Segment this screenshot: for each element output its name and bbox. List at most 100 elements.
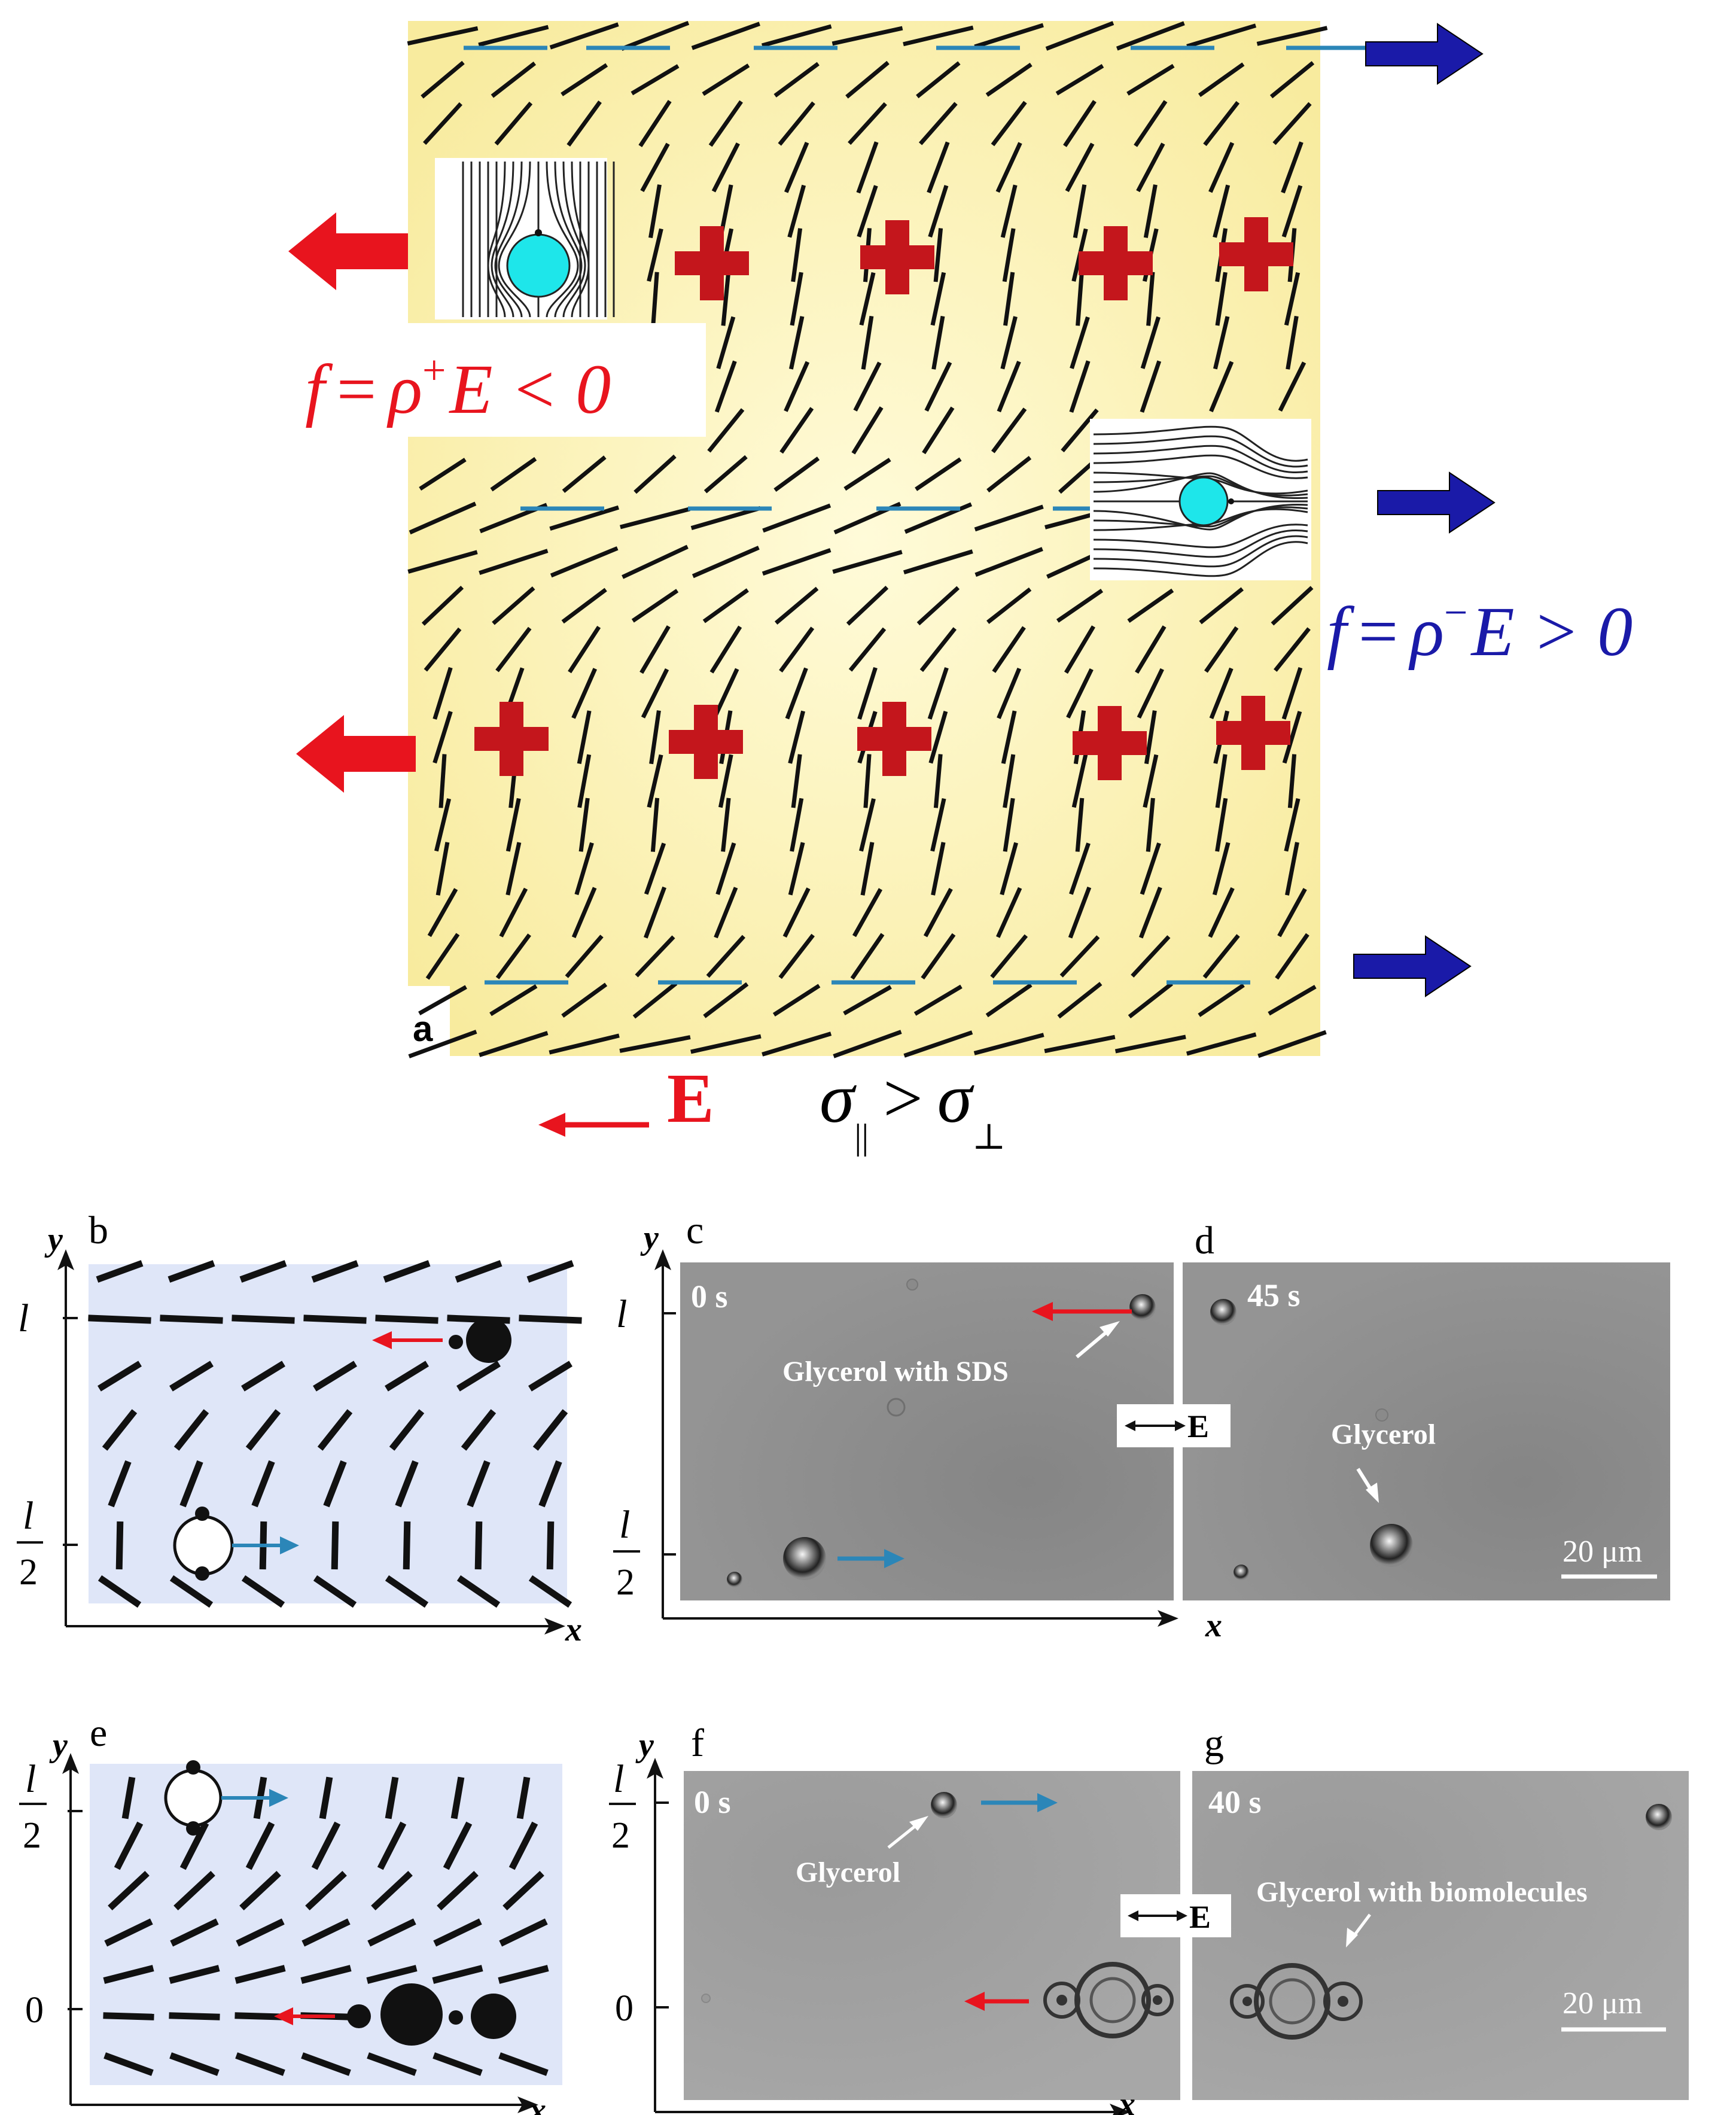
panel-f-g: x y l 2 0 f g 0 s 40 s Glycerol Glycerol… — [609, 1721, 1689, 2115]
director-segment — [319, 1776, 333, 1819]
director-segment — [1208, 142, 1235, 193]
director-segment — [986, 587, 1032, 624]
director-segment — [519, 1314, 582, 1324]
director-segment — [857, 667, 878, 720]
director-segment — [443, 1821, 473, 1870]
pointer-arrow-icon — [1366, 1483, 1379, 1503]
director-segment — [708, 100, 743, 147]
director-segment — [437, 1870, 479, 1911]
director-segment — [933, 228, 943, 282]
director-segment — [562, 455, 607, 493]
director-segment — [992, 626, 1026, 673]
director-segment — [832, 26, 903, 46]
director-segment — [832, 550, 903, 574]
director-segment — [1284, 272, 1301, 326]
director-segment — [714, 360, 737, 413]
blue-arrow-right-icon — [280, 1536, 299, 1554]
director-segment — [424, 627, 462, 672]
director-segment — [846, 586, 889, 626]
director-segment — [1286, 315, 1299, 370]
director-segment — [526, 1260, 574, 1283]
director-segment — [918, 102, 958, 145]
director-segment — [456, 1575, 501, 1608]
director-segment — [492, 586, 535, 625]
director-segment — [620, 20, 690, 51]
axis-x-label: x — [565, 1611, 582, 1648]
director-segment — [762, 548, 832, 576]
director-segment — [995, 142, 1022, 193]
director-segment — [790, 272, 803, 326]
timestamp-d: 45 s — [1247, 1277, 1301, 1313]
pointer-arrow-icon — [1100, 1321, 1120, 1337]
director-segment — [498, 2052, 549, 2076]
director-segment — [859, 798, 876, 852]
director-segment — [772, 984, 821, 1017]
director-segment — [461, 1409, 497, 1451]
director-segment — [1063, 100, 1097, 147]
red-arrow-left-icon — [288, 212, 408, 290]
red-arrow-left-icon — [274, 2007, 293, 2025]
director-segment — [479, 549, 549, 576]
scale-bar-label: 20 μm — [1563, 1535, 1642, 1569]
director-segment — [721, 798, 731, 852]
director-segment — [782, 887, 811, 938]
positive-charge-icon — [860, 220, 934, 294]
director-segment — [1209, 361, 1234, 412]
director-segment — [421, 585, 464, 626]
director-segment — [833, 1030, 902, 1058]
red-arrow-left-icon — [964, 1992, 985, 2011]
director-segment — [990, 934, 1028, 979]
director-segment — [985, 983, 1033, 1018]
director-segment — [528, 1361, 572, 1392]
director-segment — [991, 407, 1027, 454]
director-segment — [1000, 316, 1018, 370]
director-segment — [762, 1031, 832, 1057]
director-segment — [974, 23, 1044, 49]
director-segment — [169, 1575, 214, 1608]
director-segment — [121, 1776, 136, 1819]
director-segment — [409, 501, 477, 535]
positive-charge-icon — [474, 702, 549, 776]
director-segment — [1128, 982, 1173, 1019]
director-segment — [863, 754, 872, 808]
director-segment — [762, 503, 832, 533]
director-segment — [1209, 667, 1234, 720]
annotation-glycerol: Glycerol — [796, 1857, 900, 1888]
force-negative-equation: f=ρ−E > 0 — [1327, 590, 1633, 671]
director-segment — [721, 272, 731, 326]
director-segment — [1215, 798, 1228, 852]
director-segment — [787, 184, 806, 238]
director-segment — [438, 754, 447, 808]
positive-charge-icon — [675, 226, 749, 300]
director-segment — [170, 1918, 219, 1947]
director-segment — [790, 798, 804, 852]
micrograph-f — [684, 1771, 1180, 2100]
director-segment — [716, 316, 736, 369]
director-segment — [1277, 888, 1307, 938]
director-segment — [419, 458, 467, 491]
panel-b-label: b — [89, 1209, 108, 1252]
director-segment — [98, 1361, 142, 1392]
positive-charge-icon — [1216, 696, 1290, 770]
director-segment — [1134, 100, 1168, 147]
director-segment — [930, 798, 946, 852]
director-segment — [433, 1918, 482, 1947]
director-segment — [571, 668, 598, 719]
director-segment — [103, 1965, 154, 1984]
micrograph-c — [680, 1262, 1174, 1600]
director-segment — [499, 887, 528, 938]
annotation-glycerol: Glycerol — [1331, 1419, 1436, 1450]
director-segment — [114, 1821, 144, 1870]
director-segment — [561, 982, 608, 1018]
director-segment — [108, 1460, 132, 1508]
director-segment — [1213, 316, 1230, 370]
director-segment — [703, 455, 748, 494]
director-segment — [1212, 842, 1231, 896]
director-segment — [1069, 842, 1091, 895]
director-segment — [778, 933, 815, 979]
director-segment — [1285, 842, 1299, 896]
director-segment — [305, 1870, 347, 1911]
director-segment — [791, 228, 803, 282]
director-segment — [986, 456, 1032, 493]
axis-x-label: x — [529, 2092, 546, 2115]
